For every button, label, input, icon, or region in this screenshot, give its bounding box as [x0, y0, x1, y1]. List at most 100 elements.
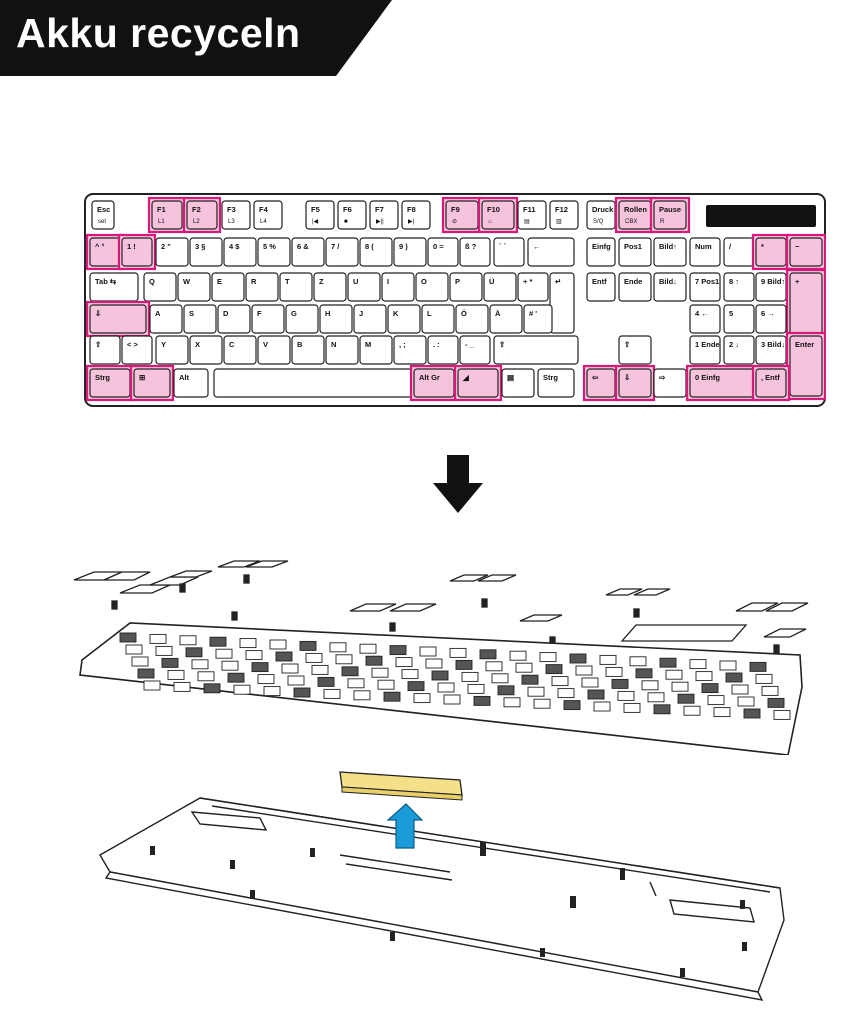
key-label: Rollen	[624, 205, 647, 214]
key-switch	[311, 664, 329, 675]
key-switch	[401, 669, 419, 680]
keyboard-key: 2 ↓	[723, 335, 755, 365]
key-label: J	[359, 309, 363, 318]
key-cap	[155, 335, 189, 365]
key-switch	[437, 682, 455, 693]
key-label: - _	[465, 340, 475, 349]
key-switch	[677, 693, 695, 704]
key-cap	[151, 200, 183, 230]
key-switch	[515, 662, 533, 673]
key-switch	[335, 654, 353, 665]
key-cap	[387, 304, 421, 334]
key-switch	[305, 652, 323, 663]
key-label: Strg	[95, 373, 110, 382]
key-label: 6 →	[761, 309, 775, 318]
key-switch	[233, 684, 251, 695]
key-switch	[137, 668, 155, 679]
key-switch	[131, 656, 149, 667]
key-cap	[183, 304, 217, 334]
key-cap	[257, 335, 291, 365]
keyboard-key: ⇧	[493, 335, 579, 365]
key-switch	[425, 658, 443, 669]
key-cap	[121, 335, 153, 365]
key-switch	[197, 671, 215, 682]
key-label: Ä	[495, 309, 501, 318]
keyboard-key: 5 %	[257, 237, 291, 267]
key-cap	[586, 272, 616, 302]
key-cap	[325, 237, 359, 267]
key-cap	[89, 304, 147, 334]
key-switch	[683, 705, 701, 716]
key-switch	[365, 655, 383, 666]
key-cap	[337, 200, 367, 230]
keyboard-key: G	[285, 304, 319, 334]
key-cap	[319, 304, 353, 334]
key-switch	[347, 678, 365, 689]
key-switch	[143, 680, 161, 691]
key-switch	[527, 686, 545, 697]
down-arrow-icon	[433, 455, 483, 513]
key-label: L	[427, 309, 432, 318]
key-cap	[618, 237, 652, 267]
key-label: H	[325, 309, 330, 318]
key-cap	[689, 237, 721, 267]
keyboard-key: 9 Bild↑	[755, 272, 787, 302]
key-label: ←	[533, 242, 541, 251]
key-label: ´ `	[499, 242, 507, 251]
key-switch	[743, 708, 761, 719]
key-label: F2	[192, 205, 201, 214]
key-label: F12	[555, 205, 568, 214]
key-switch	[269, 639, 287, 650]
keyboard-key: Bild↓	[653, 272, 687, 302]
keyboard-key: R	[245, 272, 279, 302]
key-switch	[641, 680, 659, 691]
key-label: ◢	[462, 373, 470, 382]
keyboard-key: Pos1	[618, 237, 652, 267]
key-label: , Entf	[761, 373, 780, 382]
key-sublabel: L3	[228, 219, 235, 225]
keyboard-key: 0 Einfg	[685, 364, 759, 402]
key-cap	[689, 272, 721, 302]
key-cap	[723, 272, 755, 302]
key-label: 2 ↓	[729, 340, 739, 349]
key-switch	[275, 651, 293, 662]
keyboard-key: Ü	[483, 272, 517, 302]
key-label: ⇦	[591, 373, 599, 382]
key-label: S	[189, 309, 194, 318]
key-label: K	[393, 309, 399, 318]
key-cap	[653, 237, 687, 267]
key-cap	[455, 304, 489, 334]
key-label: Alt Gr	[419, 373, 440, 382]
key-label: ▤	[507, 373, 514, 382]
key-label: A	[155, 309, 161, 318]
key-label: 8 ↑	[729, 277, 739, 286]
keyboard-key: ⇨	[653, 368, 687, 398]
keyboard-key: L	[421, 304, 455, 334]
key-cap	[89, 335, 121, 365]
key-label: F4	[259, 205, 269, 214]
key-cap	[653, 272, 687, 302]
keyboard-key: F5|◀	[305, 200, 335, 230]
key-cap	[723, 304, 755, 334]
key-label: ↵	[555, 277, 561, 286]
keyboard-key: Tab ⇆	[89, 272, 139, 302]
key-label: 5 %	[263, 242, 276, 251]
key-sublabel: ▶||	[376, 219, 384, 225]
key-switch	[611, 678, 629, 689]
keyboard-key: F6■	[337, 200, 367, 230]
key-switch	[455, 659, 473, 670]
key-cap	[221, 200, 251, 230]
key-cap	[501, 368, 535, 398]
key-label: Esc	[97, 205, 110, 214]
keyboard-key: Einfg	[586, 237, 616, 267]
key-label: U	[353, 277, 358, 286]
key-label: Bild↓	[659, 277, 677, 286]
key-label: 0 Einfg	[695, 373, 720, 382]
keyboard-key: 3 §	[189, 237, 223, 267]
key-label: Pause	[659, 205, 681, 214]
key-cap	[305, 200, 335, 230]
key-switch	[149, 633, 167, 644]
key-cap	[291, 237, 325, 267]
key-label: 9 )	[399, 242, 408, 251]
